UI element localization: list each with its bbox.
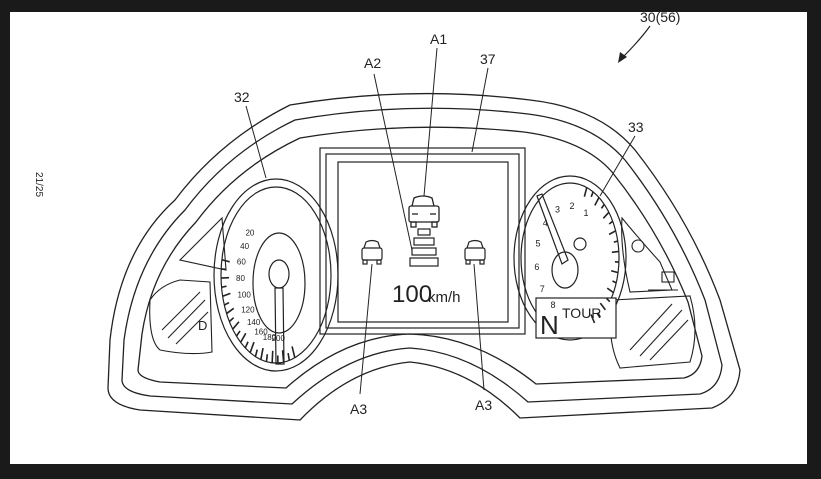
tachometer-label: 8	[551, 300, 556, 310]
tachometer-tick	[608, 220, 614, 225]
right-vehicle-icon	[464, 239, 486, 265]
speedometer-tick	[223, 301, 230, 306]
speedometer-label: 60	[237, 257, 246, 266]
tachometer-label: 3	[555, 205, 560, 215]
tachometer-tick	[594, 197, 600, 206]
tachometer-label: 1	[584, 208, 589, 218]
ref-a3-right: A3	[475, 397, 492, 413]
speedometer-label: 40	[240, 242, 249, 251]
tachometer-tick	[590, 191, 594, 198]
tachometer-tick	[597, 312, 601, 318]
gear-mode-panel	[535, 297, 617, 339]
ref-33: 33	[628, 119, 644, 135]
tachometer-tick	[611, 250, 619, 254]
speedometer-tick	[235, 330, 241, 337]
reference-main-arrow	[621, 25, 651, 59]
paper	[10, 12, 807, 464]
speedometer-tick	[239, 332, 247, 343]
dashboard-housing	[107, 92, 741, 421]
riding-mode: TOUR	[562, 305, 601, 321]
tachometer-tick	[600, 203, 605, 209]
speedometer-tick	[221, 258, 230, 263]
speedometer-tick	[221, 268, 227, 271]
speedometer-needle	[274, 287, 285, 365]
leader-lines	[245, 47, 636, 395]
speedometer-tick	[222, 292, 231, 298]
speedometer-label: 180	[263, 333, 277, 342]
speedometer-tick	[228, 317, 235, 323]
tachometer-tick	[613, 240, 618, 244]
speedometer-scale	[220, 258, 296, 363]
speedometer-label: 200	[272, 334, 286, 343]
tachometer-label: 7	[540, 284, 545, 294]
tachometer-tick	[610, 269, 619, 274]
speedometer-label: 100	[237, 290, 251, 299]
tachometer-label: 4	[543, 218, 548, 228]
tachometer-tick	[606, 287, 614, 294]
ref-32: 32	[234, 89, 250, 105]
central-display	[319, 147, 526, 335]
speedometer-tick	[271, 350, 274, 363]
tachometer-tick	[583, 187, 588, 197]
tachometer-tick	[606, 297, 611, 303]
tachometer-tick	[599, 302, 607, 311]
speedometer-tick	[287, 352, 291, 361]
tachometer-label: 5	[535, 238, 540, 248]
speedometer-tick	[254, 349, 259, 357]
tachometer-scale	[583, 187, 619, 324]
tachometer-tick	[590, 314, 596, 324]
ref-37: 37	[480, 51, 496, 67]
speedometer-label: 20	[245, 229, 254, 238]
speedometer-tick	[281, 350, 285, 363]
speed-value: 100	[392, 281, 432, 308]
tachometer-label: 6	[534, 262, 539, 272]
ref-a3-left: A3	[350, 401, 367, 417]
preceding-vehicle-icon	[408, 195, 440, 228]
speedometer-tick	[244, 341, 249, 349]
speed-unit: km/h	[428, 289, 461, 306]
page-number: 21/25	[33, 172, 44, 197]
speedometer-label: 120	[241, 306, 255, 315]
speedometer-label: 140	[247, 318, 261, 327]
distance-bars-icon	[409, 228, 439, 267]
speedometer-tick	[232, 321, 240, 330]
speedometer-tick	[249, 341, 255, 353]
gear-indicator: N	[540, 310, 559, 340]
reference-main: 30(56)	[640, 9, 680, 25]
speedometer-label: 160	[254, 328, 268, 337]
speedometer-label: 80	[236, 274, 245, 283]
speedometer-tick	[260, 347, 264, 360]
ref-a2: A2	[364, 55, 381, 71]
speedometer-tick	[221, 285, 227, 289]
tachometer	[513, 175, 627, 341]
ref-a1: A1	[430, 31, 447, 47]
speedometer-tick	[226, 307, 235, 315]
tachometer-tick	[612, 280, 617, 284]
speedometer-tick	[291, 346, 296, 358]
tachometer-tick	[608, 230, 617, 236]
speedometer-tick	[265, 354, 269, 362]
tachometer-label: 2	[569, 201, 574, 211]
speedometer	[213, 178, 339, 372]
left-indicator-label: D	[198, 318, 207, 333]
tachometer-needle	[536, 193, 569, 265]
tachometer-tick	[602, 211, 610, 219]
left-vehicle-icon	[361, 239, 383, 265]
reference-main-arrowhead	[618, 52, 627, 63]
